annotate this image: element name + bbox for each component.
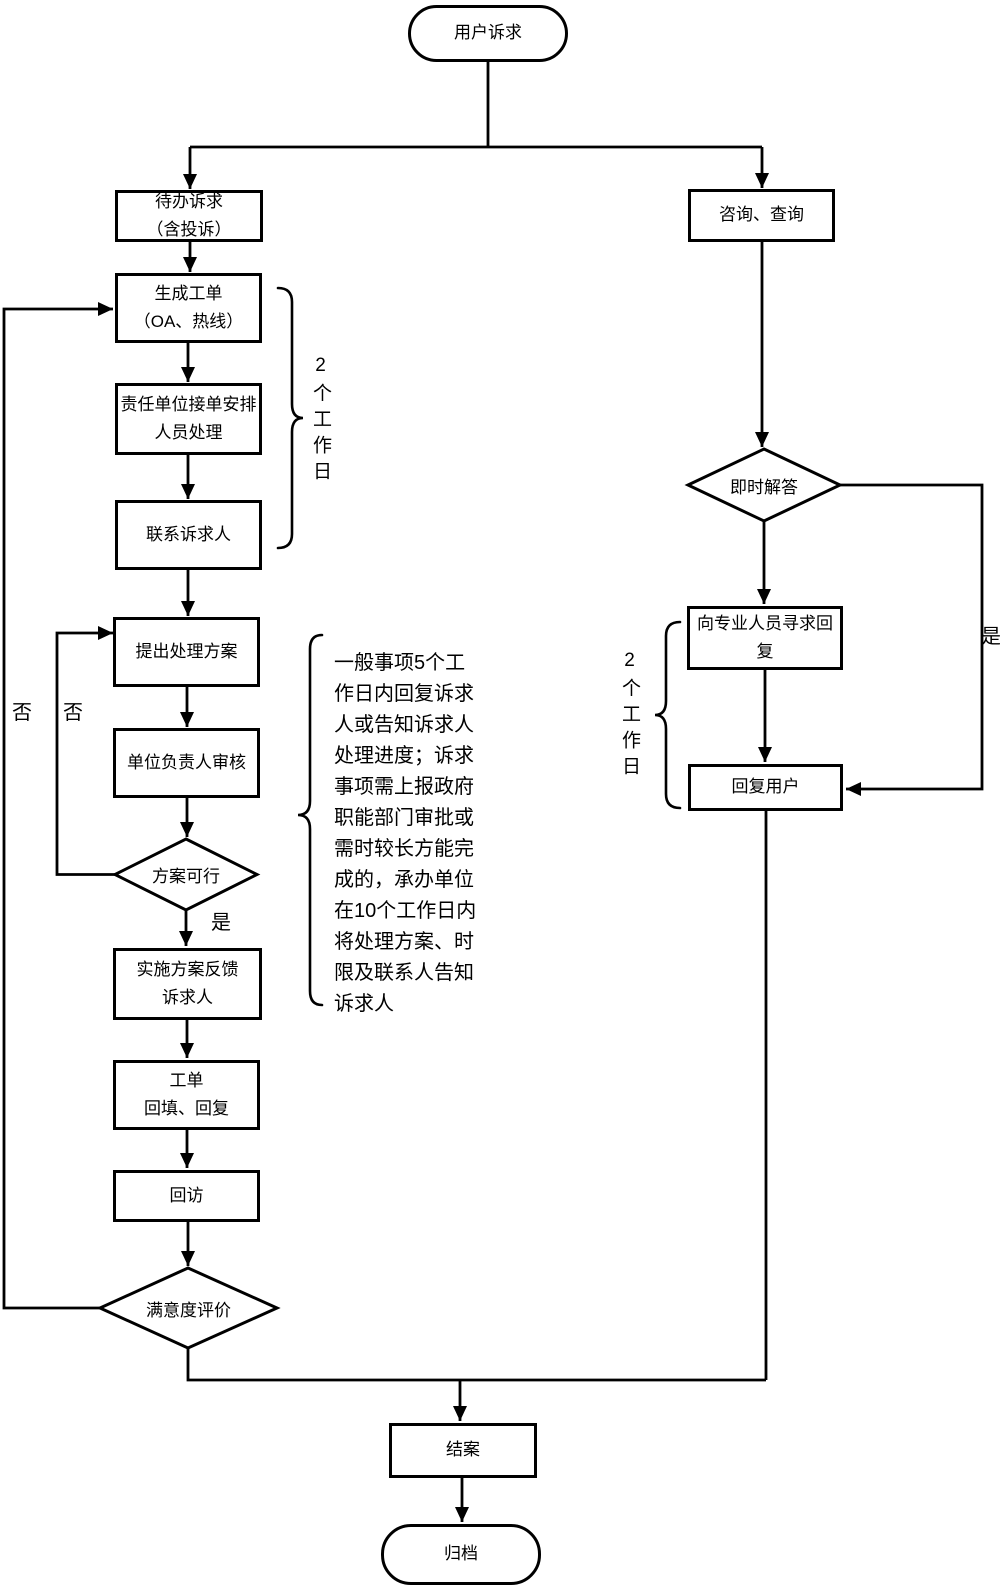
node-create-ticket: 生成工单 （OA、热线）	[115, 273, 262, 343]
node-consult-query: 咨询、查询	[688, 189, 835, 242]
label-no-satisfaction: 否	[12, 702, 32, 724]
label-brace-right-2-workdays: 2个工作日	[619, 650, 640, 782]
node-leader-review: 单位负责人审核	[113, 728, 260, 798]
node-reply-user: 回复用户	[688, 764, 843, 811]
node-assign-staff: 责任单位接单安排 人员处理	[115, 383, 262, 455]
label-no-plan: 否	[63, 702, 83, 724]
braces-group	[276, 286, 682, 1007]
node-plan-feasible-label: 方案可行	[152, 867, 220, 886]
diamond-satisfaction-eval	[96, 1266, 281, 1350]
brace-annotation	[297, 633, 324, 1007]
annotation-processing-time: 一般事项5个工作日内回复诉求人或告知诉求人处理进度；诉求事项需上报政府职能部门审…	[334, 652, 477, 1015]
node-archive: 归档	[381, 1524, 541, 1585]
node-seek-expert-reply: 向专业人员寻求回复	[687, 606, 843, 670]
node-start: 用户诉求	[408, 5, 568, 62]
edge-no-outer-loop	[2, 302, 113, 1310]
node-contact-requester: 联系诉求人	[115, 500, 262, 570]
node-pending-request: 待办诉求 （含投诉）	[115, 190, 263, 242]
node-close-case: 结案	[389, 1423, 537, 1478]
brace-right-2days	[654, 620, 682, 810]
edge-satisfaction-merge	[186, 1348, 766, 1382]
edge-yes-instant-reply	[840, 483, 984, 796]
diamond-instant-answer	[684, 447, 844, 523]
diamonds-group	[96, 447, 844, 1350]
diamond-plan-feasible	[111, 837, 261, 912]
node-propose-plan: 提出处理方案	[113, 617, 260, 687]
label-brace-left-2-workdays: 2个工作日	[310, 355, 331, 487]
node-implement-feedback: 实施方案反馈 诉求人	[113, 948, 262, 1020]
node-ticket-fill-reply: 工单 回填、回复	[113, 1060, 260, 1130]
node-satisfaction-eval-label: 满意度评价	[146, 1300, 231, 1320]
node-instant-answer-label: 即时解答	[730, 477, 798, 497]
edges-group	[2, 62, 984, 1522]
node-follow-up-visit: 回访	[113, 1170, 260, 1222]
label-yes-instant: 是	[981, 626, 1000, 648]
label-yes-plan: 是	[211, 912, 231, 934]
edge-no-inner-loop	[55, 626, 115, 876]
brace-left-2days	[276, 286, 304, 550]
